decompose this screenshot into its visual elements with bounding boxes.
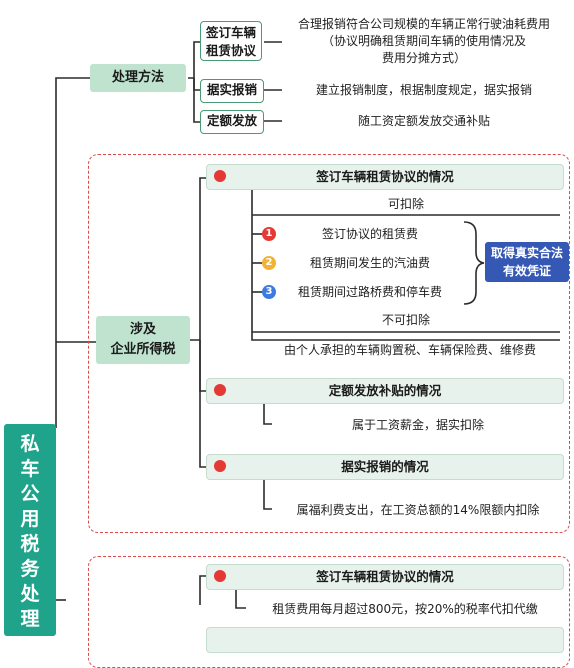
corp-reimburse-header-text: 据实报销的情况 xyxy=(341,459,429,474)
method-label: 处理方法 xyxy=(111,70,164,85)
number-1-text: 1 xyxy=(265,228,273,239)
valid-voucher-badge: 取得真实合法 有效凭证 xyxy=(485,242,569,282)
personal-rental-header: 签订车辆租赁协议的情况 xyxy=(206,564,564,590)
corp-reimburse-header: 据实报销的情况 xyxy=(206,454,564,480)
method-rental-desc: 合理报销符合公司规模的车辆正常行驶油耗费用 （协议明确租赁期间车辆的使用情况及 … xyxy=(284,16,564,67)
corp-deduct-item-2: 租赁期间发生的汽油费 xyxy=(309,256,430,270)
root-title-char: 处 xyxy=(20,583,40,605)
root-title-chars: 私车公用税务处理 xyxy=(4,432,56,632)
corp-allowance-desc: 属于工资薪金，据实扣除 xyxy=(351,418,484,432)
method-tag-reimburse-label: 据实报销 xyxy=(206,82,257,97)
root-title-char: 税 xyxy=(20,533,40,555)
corp-tax-node: 涉及 企业所得税 xyxy=(96,316,190,364)
method-node: 处理方法 xyxy=(90,64,186,92)
corp-allowance-header: 定额发放补贴的情况 xyxy=(206,378,564,404)
method-tag-rental-line1: 签订车辆 xyxy=(205,25,256,40)
valid-voucher-line1: 取得真实合法 xyxy=(490,246,563,260)
corp-non-deductible-desc: 由个人承担的车辆购置税、车辆保险费、维修费 xyxy=(283,343,536,357)
method-tag-allowance: 定额发放 xyxy=(200,110,264,134)
number-1-icon: 1 xyxy=(262,227,276,241)
root-title-char: 用 xyxy=(20,508,40,530)
root-title-char: 车 xyxy=(20,458,40,480)
method-tag-reimburse: 据实报销 xyxy=(200,79,264,103)
root-title: 私车公用税务处理 xyxy=(4,424,56,636)
root-title-char: 理 xyxy=(20,608,40,630)
number-3-text: 3 xyxy=(265,286,273,297)
number-2-icon: 2 xyxy=(262,256,276,270)
root-title-char: 私 xyxy=(20,433,40,455)
corp-deductible-label: 可扣除 xyxy=(387,197,424,211)
root-title-char: 务 xyxy=(20,558,40,580)
corp-tax-frame xyxy=(88,154,570,533)
red-dot-icon xyxy=(214,170,226,182)
method-rental-desc-line2: （协议明确租赁期间车辆的使用情况及 xyxy=(321,34,526,48)
method-tag-allowance-label: 定额发放 xyxy=(206,113,257,128)
personal-rental-desc: 租赁费用每月超过800元，按20%的税率代扣代缴 xyxy=(272,602,538,616)
method-rental-desc-line3: 费用分摊方式） xyxy=(381,51,466,65)
red-dot-icon xyxy=(214,384,226,396)
corp-allowance-header-text: 定额发放补贴的情况 xyxy=(328,383,442,398)
red-dot-icon xyxy=(214,460,226,472)
corp-reimburse-desc: 属福利费支出，在工资总额的14%限额内扣除 xyxy=(296,503,540,517)
number-2-text: 2 xyxy=(265,257,273,268)
corp-rental-header-text: 签订车辆租赁协议的情况 xyxy=(316,169,454,184)
corp-tax-label-line1: 涉及 xyxy=(129,322,156,337)
personal-rental-header-text: 签订车辆租赁协议的情况 xyxy=(316,569,454,584)
corp-tax-label-line2: 企业所得税 xyxy=(110,342,176,357)
method-reimburse-desc: 建立报销制度，根据制度规定，据实报销 xyxy=(315,83,532,97)
root-title-char: 公 xyxy=(20,483,40,505)
method-rental-desc-line1: 合理报销符合公司规模的车辆正常行驶油耗费用 xyxy=(297,17,550,31)
method-tag-rental-line2: 租赁协议 xyxy=(205,43,256,58)
number-3-icon: 3 xyxy=(262,285,276,299)
corp-rental-header: 签订车辆租赁协议的情况 xyxy=(206,164,564,190)
corp-deduct-item-1: 签订协议的租赁费 xyxy=(321,227,418,241)
red-dot-icon xyxy=(214,570,226,582)
method-allowance-desc: 随工资定额发放交通补贴 xyxy=(357,114,490,128)
corp-non-deductible-label: 不可扣除 xyxy=(381,313,430,327)
method-tag-rental: 签订车辆 租赁协议 xyxy=(200,21,262,61)
valid-voucher-line2: 有效凭证 xyxy=(502,264,551,278)
corp-deduct-item-3: 租赁期间过路桥费和停车费 xyxy=(297,285,442,299)
